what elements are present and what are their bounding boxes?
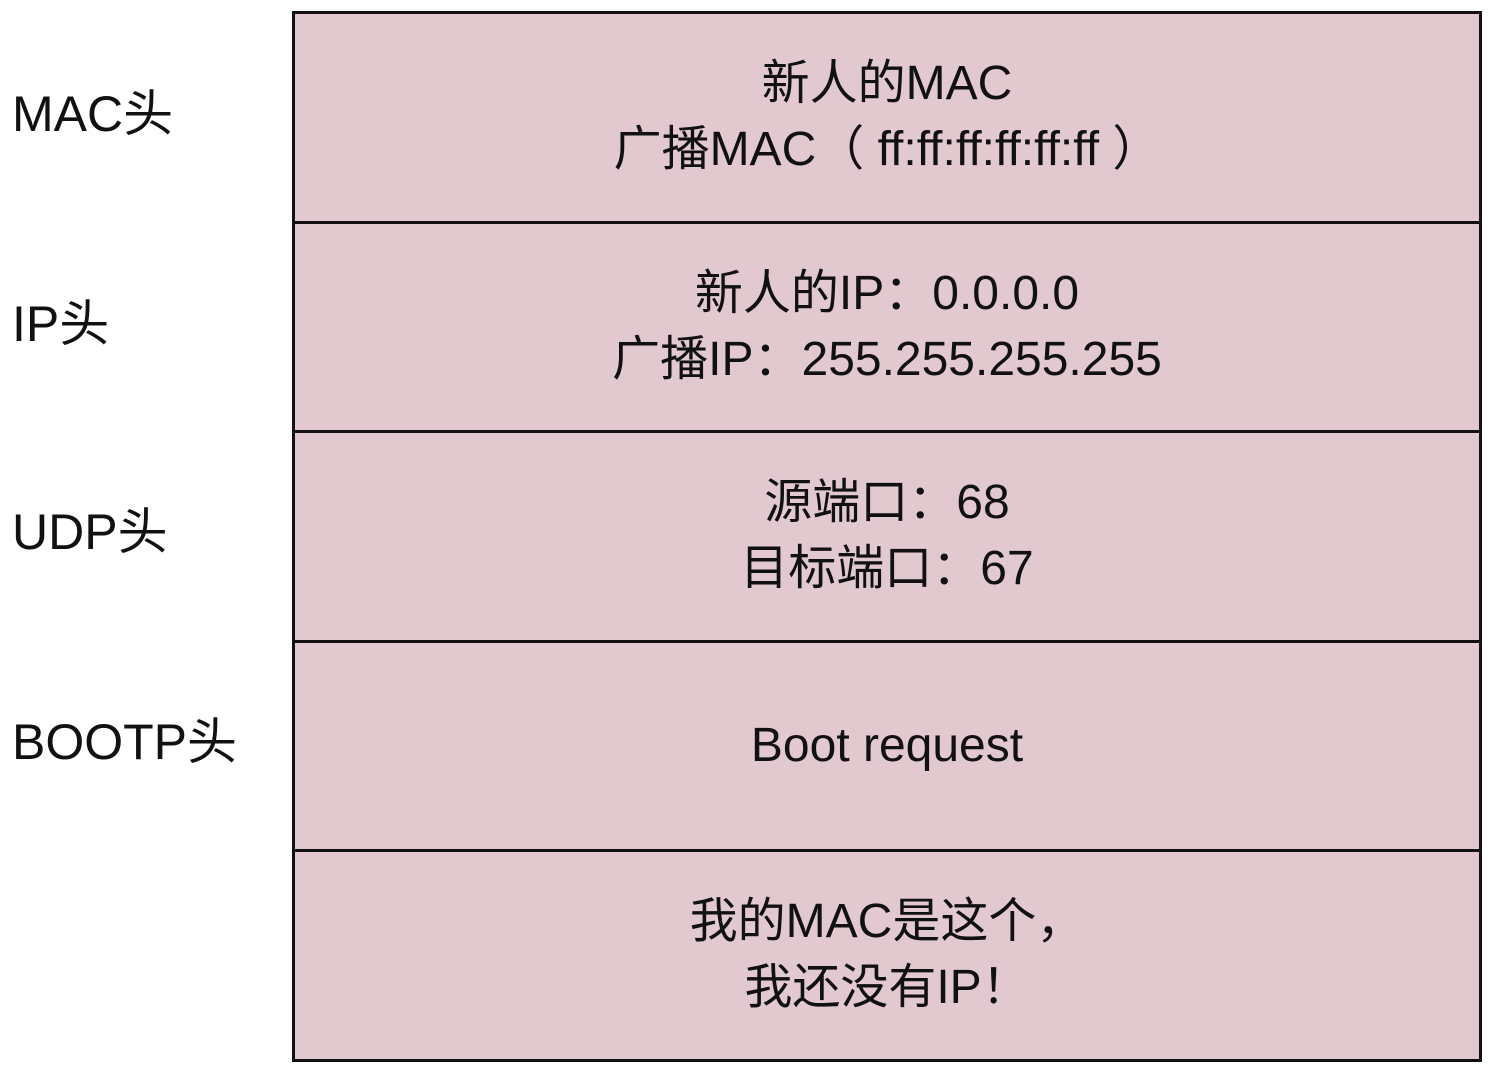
payload-row: 我的MAC是这个， 我还没有IP！ xyxy=(295,852,1479,1059)
row-line: 广播MAC（ ff:ff:ff:ff:ff:ff ） xyxy=(613,123,1161,177)
row-line: 我还没有IP！ xyxy=(744,961,1030,1015)
row-line: 源端口：68 xyxy=(764,476,1010,530)
row-line: 新人的MAC xyxy=(761,57,1013,111)
layer-label-udp: UDP头 xyxy=(12,504,168,560)
layer-label-bootp: BOOTP头 xyxy=(12,714,238,770)
mac-header-row: 新人的MAC 广播MAC（ ff:ff:ff:ff:ff:ff ） xyxy=(295,14,1479,224)
row-line: 目标端口：67 xyxy=(740,542,1034,596)
row-line: 新人的IP：0.0.0.0 xyxy=(694,266,1080,320)
layer-label-mac: MAC头 xyxy=(12,86,174,142)
ip-header-row: 新人的IP：0.0.0.0 广播IP：255.255.255.255 xyxy=(295,224,1479,433)
row-line: Boot request xyxy=(750,718,1024,772)
udp-header-row: 源端口：68 目标端口：67 xyxy=(295,433,1479,643)
row-line: 我的MAC是这个， xyxy=(689,895,1085,949)
row-line: 广播IP：255.255.255.255 xyxy=(612,332,1162,386)
layer-label-ip: IP头 xyxy=(12,296,110,352)
bootp-header-row: Boot request xyxy=(295,643,1479,852)
packet-stack: 新人的MAC 广播MAC（ ff:ff:ff:ff:ff:ff ） 新人的IP：… xyxy=(292,11,1482,1062)
